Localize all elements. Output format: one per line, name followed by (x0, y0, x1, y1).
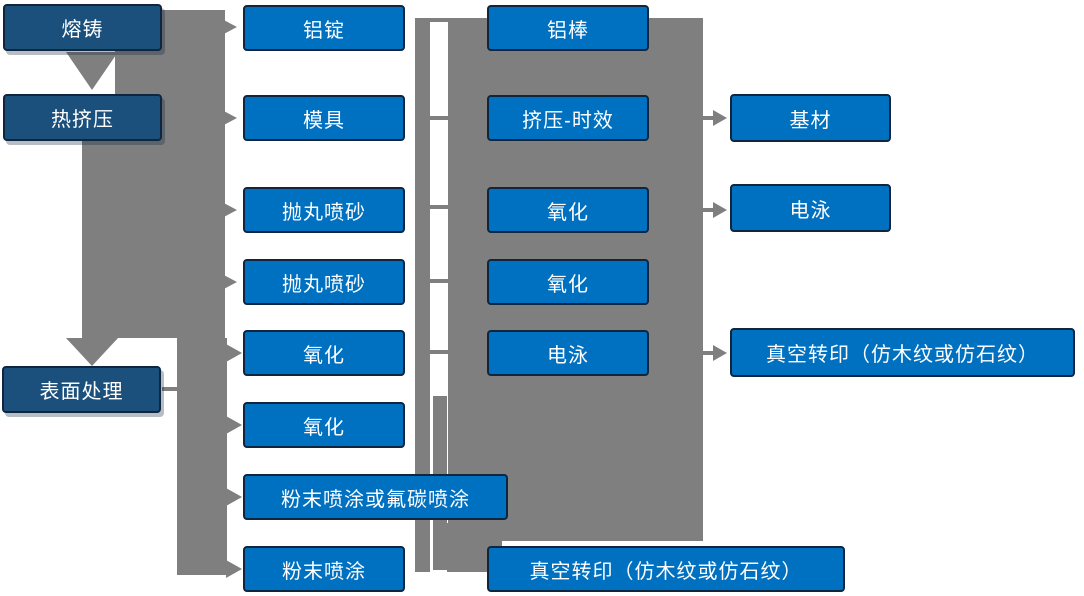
right-arrow-icon (713, 110, 727, 126)
node-powder-coating: 粉末喷涂 (243, 544, 414, 594)
node-extrusion-aging: 挤压-时效 (487, 93, 658, 143)
node-shot-blasting-1: 抛丸喷砂 (243, 185, 414, 235)
node-hot-extrusion: 热挤压 (3, 94, 162, 141)
node-surface-treatment: 表面处理 (2, 366, 161, 413)
node-aluminum-ingot: 铝锭 (243, 3, 414, 53)
right-arrow-icon (220, 18, 237, 36)
node-melting-casting: 熔铸 (3, 4, 162, 51)
node-shot-blasting-2: 抛丸喷砂 (243, 257, 414, 307)
right-arrow-icon (220, 201, 237, 219)
right-arrow-icon (226, 488, 242, 506)
node-electrophoresis-1: 电泳 (487, 328, 658, 378)
node-mold: 模具 (243, 93, 414, 143)
right-arrow-icon (226, 416, 242, 434)
node-electrophoresis-2: 电泳 (730, 182, 900, 234)
right-arrow-icon (226, 344, 242, 362)
node-oxidation-2: 氧化 (243, 400, 414, 450)
trunk-band (115, 10, 225, 338)
right-arrow-icon (713, 345, 727, 361)
middle-spine (415, 18, 430, 572)
node-powder-or-fluorocarbon-coating: 粉末喷涂或氟碳喷涂 (243, 472, 517, 522)
branch-bar (177, 338, 227, 575)
down-arrow-icon (66, 52, 118, 90)
right-arrow-icon (226, 560, 242, 578)
node-base-material: 基材 (730, 92, 900, 144)
node-aluminum-rod: 铝棒 (487, 3, 658, 53)
node-vacuum-transfer-1: 真空转印（仿木纹或仿石纹） (487, 544, 854, 594)
right-arrow-icon (220, 273, 237, 291)
node-vacuum-transfer-2: 真空转印（仿木纹或仿石纹） (730, 326, 1084, 379)
node-oxidation-4: 氧化 (487, 257, 658, 307)
right-arrow-icon (220, 109, 237, 127)
node-oxidation-1: 氧化 (243, 328, 414, 378)
down-arrow-icon (66, 338, 118, 366)
node-oxidation-3: 氧化 (487, 185, 658, 235)
right-arrow-icon (713, 202, 727, 218)
